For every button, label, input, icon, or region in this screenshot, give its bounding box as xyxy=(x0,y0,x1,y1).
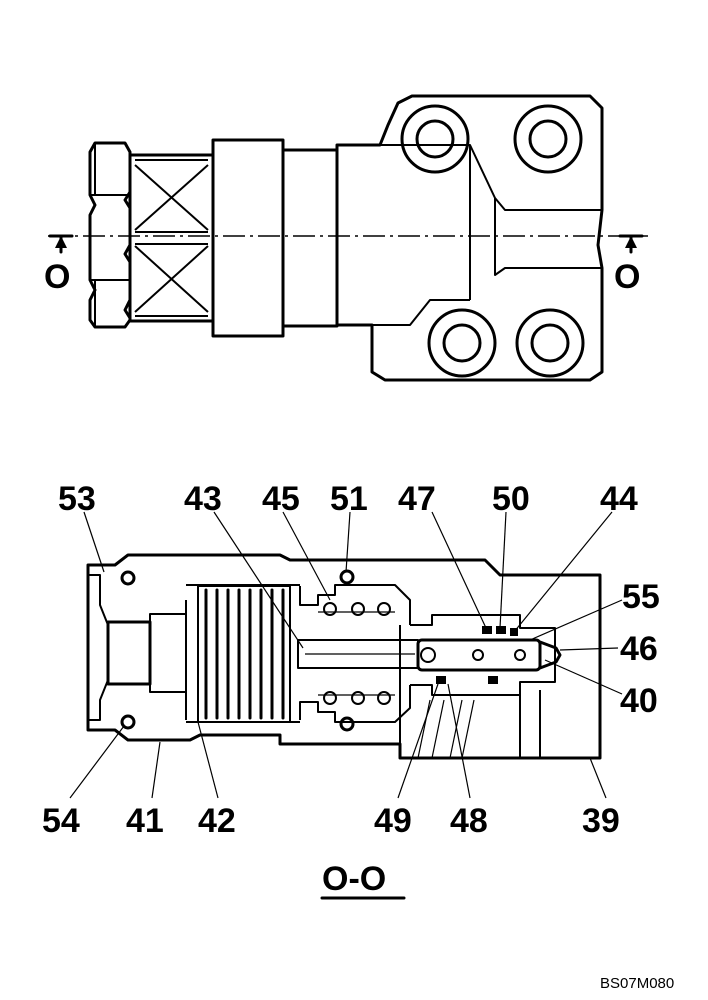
spring-45 xyxy=(323,602,391,705)
part-label: 39 xyxy=(582,802,620,840)
part-label: 41 xyxy=(126,802,164,840)
section-mark-right: O xyxy=(614,258,640,296)
part-label: 40 xyxy=(620,682,658,720)
part-label: 53 xyxy=(58,480,96,518)
bolt-hole xyxy=(400,104,470,174)
flange-body xyxy=(335,94,604,382)
part-label: 45 xyxy=(262,480,300,518)
seal-48 xyxy=(488,676,498,684)
part-label: 42 xyxy=(198,802,236,840)
part-label: 48 xyxy=(450,802,488,840)
seal-47 xyxy=(482,626,492,634)
part-label: 50 xyxy=(492,480,530,518)
o-ring-54 xyxy=(120,714,136,730)
poppet-40 xyxy=(416,638,542,672)
section-title: O-O xyxy=(322,860,386,898)
part-label: 46 xyxy=(620,630,658,668)
plug-53 xyxy=(106,620,152,686)
bolt-hole xyxy=(513,104,583,174)
part-label: 51 xyxy=(330,480,368,518)
square-boss xyxy=(128,153,215,323)
drawing-code: BS07M080 xyxy=(600,975,674,992)
sleeve xyxy=(211,138,285,338)
part-label: 54 xyxy=(42,802,80,840)
bolt-hole xyxy=(427,308,497,378)
section-arrow-right xyxy=(618,234,644,254)
part-label: 49 xyxy=(374,802,412,840)
part-label: 47 xyxy=(398,480,436,518)
seal-49 xyxy=(436,676,446,684)
bolt-hole xyxy=(515,308,585,378)
section-outline xyxy=(86,553,602,760)
top-view: O O xyxy=(44,94,648,382)
leader-lines xyxy=(69,511,623,799)
o-ring-51 xyxy=(339,569,355,585)
neck xyxy=(281,148,339,328)
section-mark-left: O xyxy=(44,258,70,296)
section-view: 53 43 45 51 47 50 44 55 46 40 54 41 42 4… xyxy=(42,480,660,900)
part-label: 55 xyxy=(622,578,660,616)
seal-50 xyxy=(496,626,506,634)
section-arrow-left xyxy=(48,234,74,254)
part-label: 43 xyxy=(184,480,222,518)
part-label: 44 xyxy=(600,480,638,518)
o-ring-53 xyxy=(120,570,136,586)
